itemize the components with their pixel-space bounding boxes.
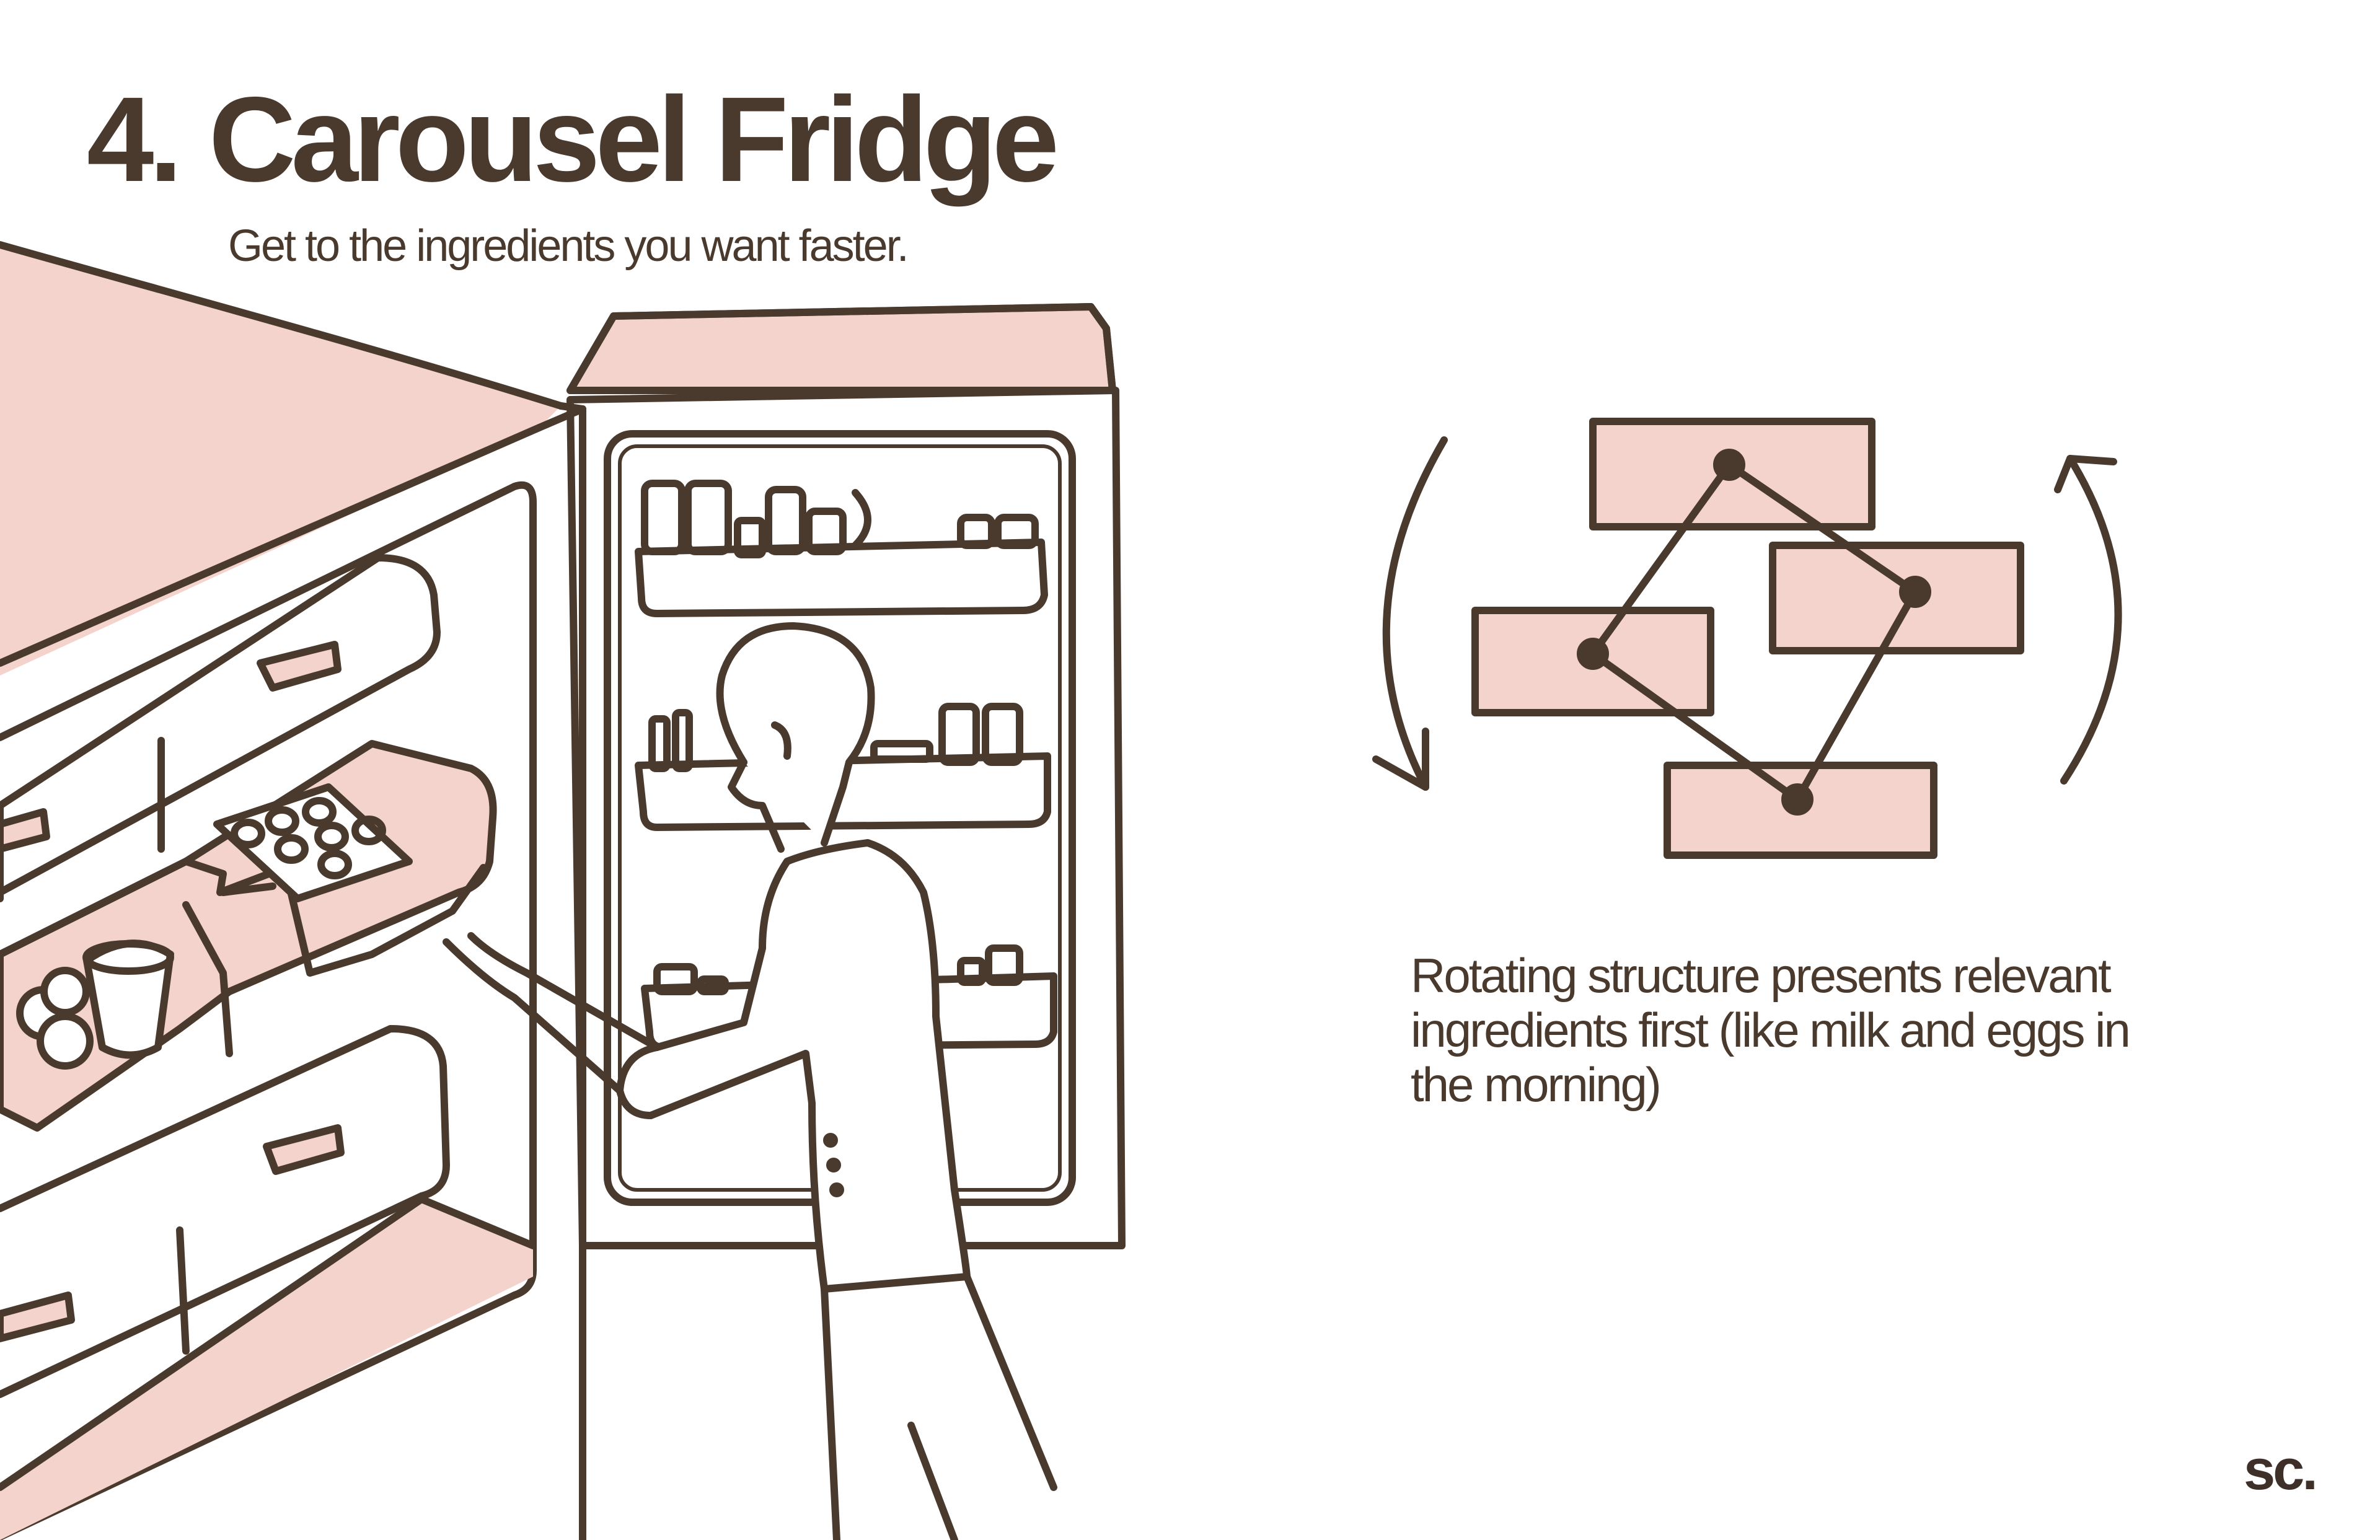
slide-number: 4. [87, 72, 183, 207]
person-figure [443, 622, 1057, 1540]
page-title: 4.Carousel Fridge [87, 79, 1059, 200]
brand-logo: sc. [2244, 1438, 2318, 1502]
fridge-body [0, 241, 586, 1540]
slide-title: Carousel Fridge [208, 72, 1059, 207]
rotation-diagram [1372, 418, 2122, 859]
diagram-description: Rotating structure presents relevant ing… [1411, 948, 2131, 1112]
page-subtitle: Get to the ingredients you want faster. [228, 221, 909, 271]
